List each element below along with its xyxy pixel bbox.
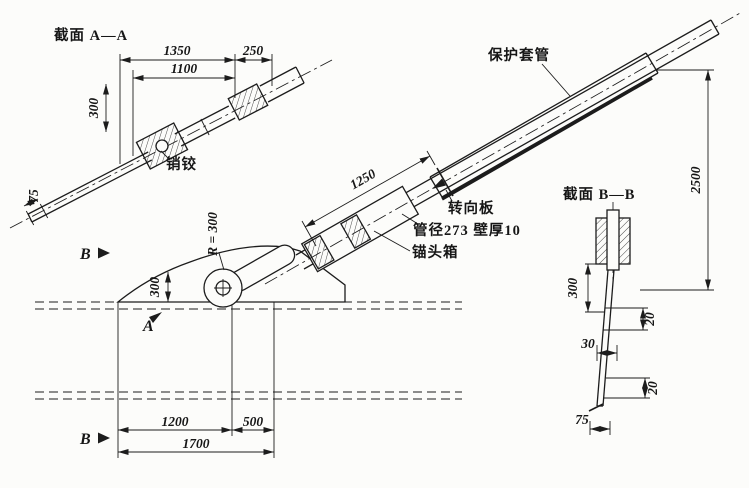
dim-1700: 1700 (183, 436, 210, 451)
cable-direction-arrow (432, 178, 446, 189)
label-deflection-plate: 转向板 (448, 199, 495, 217)
aa-dims-group: 1350 250 1100 300 75 (23, 43, 273, 207)
dim-30: 30 (580, 336, 595, 351)
box-girder (35, 301, 462, 400)
dim-300-gusset-group: 300 (147, 272, 171, 302)
dim-1200: 1200 (162, 414, 189, 429)
dim-300-bb: 300 (565, 278, 580, 300)
dim-75-bb: 75 (575, 412, 589, 427)
section-aa-title: 截面 A—A (54, 26, 128, 44)
dim-20-bottom: 20 (645, 381, 660, 396)
label-pipe-spec: 管径273 壁厚10 (413, 221, 521, 239)
dim-1100: 1100 (171, 61, 198, 76)
pipe-centerline (264, 11, 743, 285)
dim-2500: 2500 (688, 166, 703, 194)
dim-1350: 1350 (164, 43, 191, 58)
bb-clamp (595, 209, 631, 271)
gusset-plate (116, 244, 346, 308)
radius-note: R = 300 (205, 212, 220, 257)
marker-b-bottom-letter: B (79, 431, 91, 448)
label-protective-sleeve: 保护套管 (487, 46, 550, 64)
bb-dims-group: 300 20 30 20 75 (565, 263, 660, 435)
mid-rod (174, 105, 236, 147)
protective-sleeve (429, 52, 659, 201)
pin-hinge (135, 122, 189, 170)
marker-a-letter: A (142, 318, 154, 335)
bottom-dims-group: 1200 500 1700 (117, 399, 275, 458)
marker-b-left-letter: B (79, 246, 91, 263)
dim-300-gusset: 300 (147, 277, 162, 299)
section-b-marker-left: B (79, 246, 110, 263)
dim-250: 250 (242, 43, 264, 58)
section-a-marker: A (142, 312, 162, 335)
dim-2500-group: 2500 (640, 69, 714, 291)
coupling (227, 83, 269, 121)
dim-75-aa: 75 (26, 189, 41, 203)
radius-note-group: R = 300 (205, 212, 225, 271)
deviation-plate (436, 167, 454, 197)
dim-500: 500 (243, 414, 264, 429)
end-rod (259, 66, 305, 103)
section-aa-detail: 截面 A—A (9, 26, 333, 229)
main-elevation: 1250 2500 300 R = 300 1200 50 (35, 11, 743, 458)
section-bb-detail: 截面 B—B 300 20 30 (563, 185, 660, 435)
labels-group: 保护套管 转向板 管径273 壁厚10 锚头箱 (373, 46, 571, 261)
tie-rod (25, 151, 153, 226)
marker-b-bottom-arrow-icon (98, 432, 110, 444)
dim-20-top: 20 (642, 312, 657, 327)
label-pin-hinge: 销铰 (166, 155, 197, 173)
label-anchor-box: 锚头箱 (412, 243, 459, 261)
section-bb-title: 截面 B—B (563, 185, 635, 203)
anchor-box (300, 185, 420, 273)
section-b-marker-bottom: B (79, 431, 110, 448)
bb-plate (588, 269, 615, 412)
marker-b-left-arrow-icon (98, 247, 110, 259)
marker-a-arrow-icon (149, 312, 162, 323)
dim-300-aa: 300 (86, 98, 101, 120)
